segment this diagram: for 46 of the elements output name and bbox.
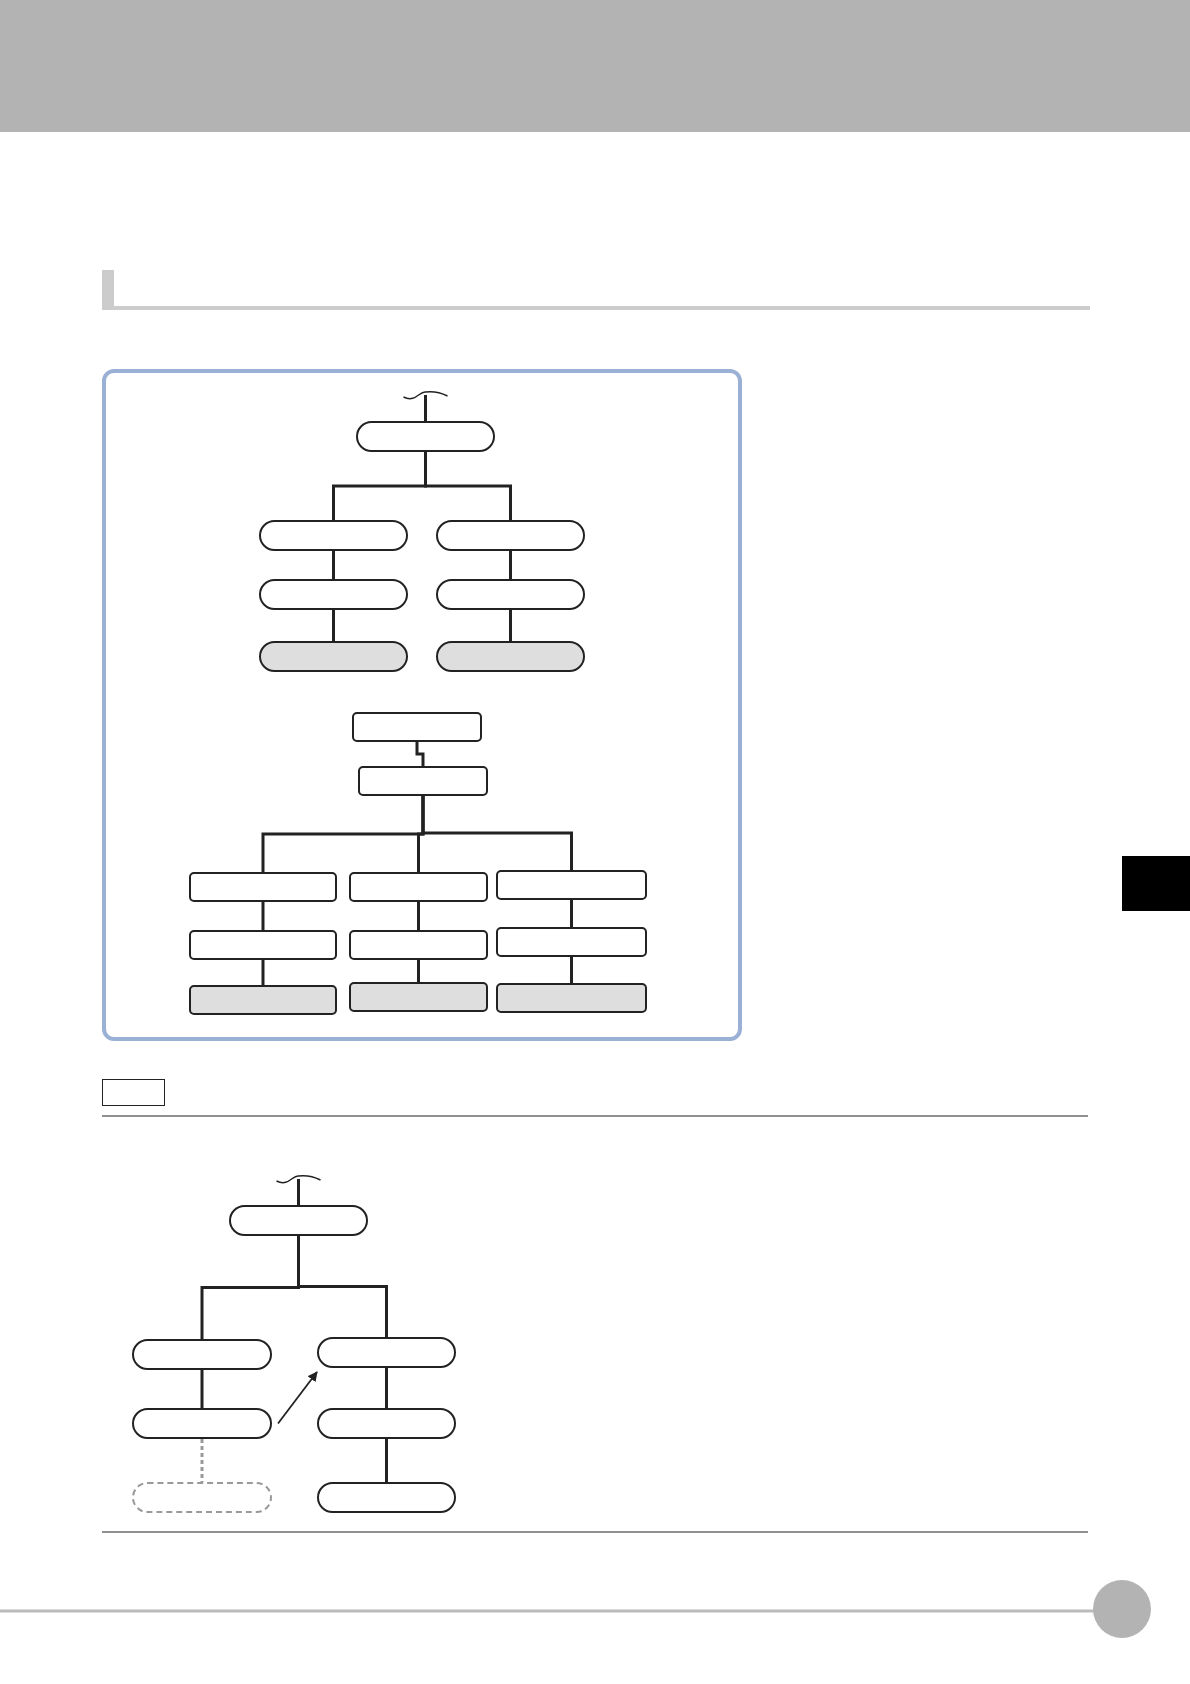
connector-line — [200, 1370, 204, 1408]
connector-line — [332, 610, 335, 641]
arrow — [277, 1371, 318, 1425]
connector-line — [385, 1439, 388, 1482]
connector-line — [297, 1179, 300, 1205]
connector-line — [509, 551, 512, 579]
connector-line — [297, 1236, 388, 1337]
capsule-node — [317, 1408, 456, 1439]
capsule-node — [436, 579, 585, 610]
capsule-node — [259, 520, 408, 551]
capsule-node — [259, 641, 408, 672]
connector-line — [570, 900, 573, 927]
capsule-node — [132, 1408, 272, 1439]
rect-node — [496, 870, 647, 900]
rect-node — [189, 872, 337, 902]
rect-node — [496, 927, 647, 957]
connector-line — [417, 960, 420, 982]
rect-node — [349, 982, 488, 1012]
capsule-node — [356, 421, 495, 452]
capsule-node — [317, 1337, 456, 1368]
capsule-node — [229, 1205, 368, 1236]
connector-line — [332, 551, 335, 579]
capsule-node — [259, 579, 408, 610]
connector-line — [417, 902, 420, 930]
rect-node — [352, 712, 482, 742]
connector-line — [385, 1368, 388, 1408]
connector-line — [421, 796, 573, 870]
connector-line — [261, 960, 265, 985]
capsule-node — [436, 520, 585, 551]
capsule-node — [436, 641, 585, 672]
placeholder-capsule-node — [132, 1482, 272, 1513]
connector-line — [261, 902, 265, 930]
capsule-node — [317, 1482, 456, 1513]
dotted-connector — [200, 1439, 204, 1482]
rect-node — [189, 930, 337, 960]
rect-node — [189, 985, 337, 1015]
connector-line — [570, 957, 573, 983]
rect-node — [496, 983, 647, 1013]
capsule-node — [132, 1339, 272, 1370]
connector-line — [415, 742, 425, 766]
connector-line — [424, 395, 427, 421]
rect-node — [349, 872, 488, 902]
connector-line — [424, 452, 512, 520]
rect-node — [349, 930, 488, 960]
connector-line — [509, 610, 512, 641]
rect-node — [358, 766, 488, 796]
